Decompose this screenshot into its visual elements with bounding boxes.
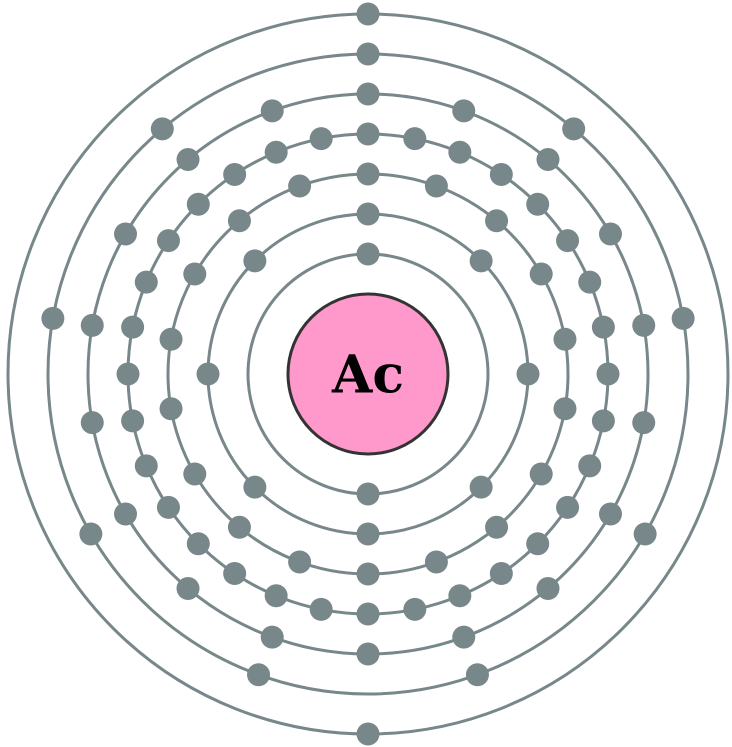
electron-shell-4: [403, 127, 427, 151]
electron-shell-4: [526, 192, 550, 216]
electron-shell-3: [424, 550, 448, 574]
electron-shell-2: [516, 362, 540, 386]
electron-shell-5: [536, 148, 560, 172]
electron-shell-6: [562, 117, 586, 141]
electron-shell-5: [632, 313, 656, 337]
electron-shell-3: [553, 327, 577, 351]
electron-shell-5: [452, 99, 476, 123]
electron-shell-3: [356, 162, 380, 186]
electron-shell-7: [356, 722, 380, 746]
electron-shell-4: [556, 229, 580, 253]
electron-shell-3: [485, 515, 509, 539]
electron-shell-5: [356, 642, 380, 666]
electron-shell-3: [424, 174, 448, 198]
electron-shell-3: [529, 462, 553, 486]
electron-shell-3: [553, 397, 577, 421]
electron-shell-4: [264, 140, 288, 164]
electron-shell-4: [356, 122, 380, 146]
electron-shell-7: [356, 2, 380, 26]
electron-shell-3: [288, 174, 312, 198]
electron-shell-4: [356, 602, 380, 626]
electron-shell-5: [114, 222, 138, 246]
electron-shell-4: [186, 532, 210, 556]
electron-shell-3: [356, 562, 380, 586]
electron-shell-4: [596, 362, 620, 386]
electron-shell-5: [260, 99, 284, 123]
electron-shell-6: [671, 306, 695, 330]
electron-shell-4: [134, 270, 158, 294]
electron-shell-5: [598, 502, 622, 526]
electron-shell-3: [159, 327, 183, 351]
electron-shell-3: [183, 462, 207, 486]
electron-shell-5: [632, 411, 656, 435]
electron-shell-4: [116, 362, 140, 386]
electron-shell-5: [176, 576, 200, 600]
electron-shell-4: [309, 597, 333, 621]
electron-shell-6: [247, 663, 271, 687]
electron-shell-4: [526, 532, 550, 556]
electron-shell-4: [578, 270, 602, 294]
electron-shell-4: [448, 140, 472, 164]
electron-shell-6: [356, 42, 380, 66]
electron-shell-3: [227, 515, 251, 539]
electron-shell-5: [598, 222, 622, 246]
electron-shell-6: [150, 117, 174, 141]
electrons: [41, 2, 695, 746]
electron-shell-4: [556, 495, 580, 519]
electron-shell-2: [469, 249, 493, 273]
electron-shell-4: [448, 584, 472, 608]
electron-shell-4: [591, 315, 615, 339]
electron-shell-4: [134, 454, 158, 478]
electron-shell-4: [591, 409, 615, 433]
electron-shell-4: [121, 315, 145, 339]
electron-shell-6: [79, 522, 103, 546]
electron-shell-4: [223, 562, 247, 586]
electron-shell-4: [489, 562, 513, 586]
electron-shell-5: [356, 82, 380, 106]
electron-shell-2: [469, 475, 493, 499]
electron-shell-4: [121, 409, 145, 433]
electron-shell-5: [260, 625, 284, 649]
electron-shell-3: [529, 262, 553, 286]
electron-shell-5: [536, 576, 560, 600]
electron-shell-5: [114, 502, 138, 526]
electron-shell-2: [243, 475, 267, 499]
electron-shell-3: [288, 550, 312, 574]
electron-shell-3: [485, 209, 509, 233]
electron-shell-4: [578, 454, 602, 478]
electron-shell-4: [489, 162, 513, 186]
electron-shell-2: [356, 522, 380, 546]
electron-shell-3: [227, 209, 251, 233]
electron-shell-4: [186, 192, 210, 216]
electron-shell-6: [41, 306, 65, 330]
element-symbol: Ac: [331, 345, 404, 406]
electron-shell-6: [633, 522, 657, 546]
electron-shell-5: [176, 148, 200, 172]
electron-shell-1: [356, 242, 380, 266]
electron-shell-5: [80, 313, 104, 337]
electron-shell-4: [156, 229, 180, 253]
electron-shell-4: [309, 127, 333, 151]
electron-shell-2: [196, 362, 220, 386]
electron-shell-4: [403, 597, 427, 621]
electron-shell-5: [452, 625, 476, 649]
electron-shell-3: [183, 262, 207, 286]
electron-shell-2: [356, 202, 380, 226]
electron-shell-3: [159, 397, 183, 421]
electron-shell-5: [80, 411, 104, 435]
electron-shell-4: [264, 584, 288, 608]
electron-shell-2: [243, 249, 267, 273]
electron-shell-1: [356, 482, 380, 506]
electron-shell-6: [465, 663, 489, 687]
electron-shell-4: [156, 495, 180, 519]
nucleus: [286, 292, 450, 456]
electron-shell-4: [223, 162, 247, 186]
